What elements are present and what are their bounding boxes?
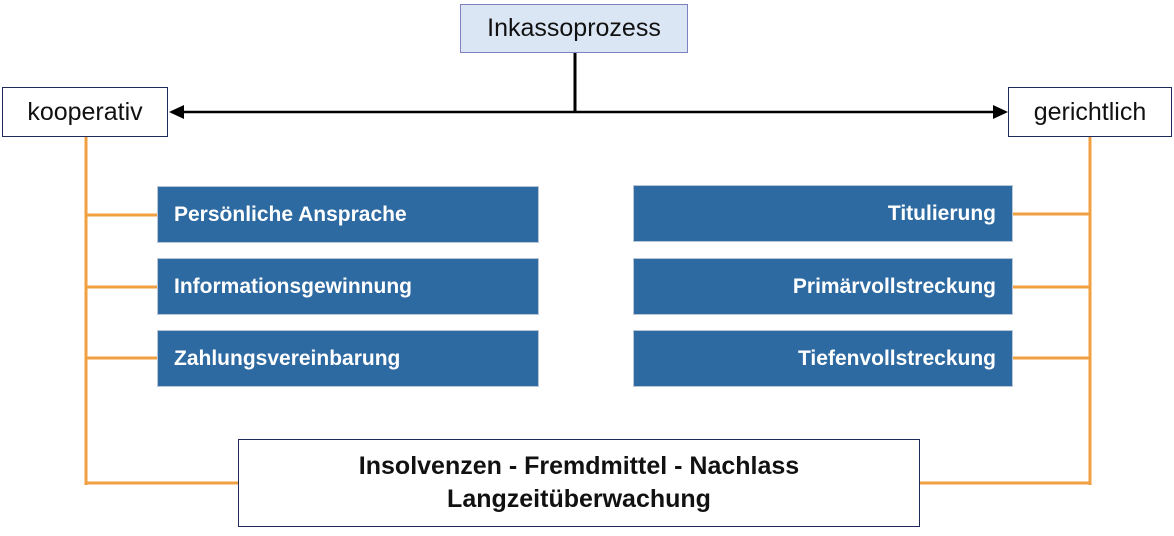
root-label: Inkassoprozess	[487, 14, 661, 42]
bottom-line-2: Langzeitüberwachung	[447, 485, 711, 513]
left-item-label: Informationsgewinnung	[174, 274, 412, 298]
bottom-node: Insolvenzen - Fremdmittel - Nachlass Lan…	[238, 439, 920, 527]
right-item-1: Titulierung	[633, 185, 1013, 242]
left-tree	[84, 137, 238, 485]
right-tree	[920, 137, 1092, 485]
left-item-label: Zahlungsvereinbarung	[174, 346, 401, 370]
right-arrowhead	[993, 105, 1008, 119]
branch-left-label: kooperativ	[27, 97, 143, 126]
root-node: Inkassoprozess	[460, 4, 688, 53]
left-item-label: Persönliche Ansprache	[174, 202, 407, 226]
bottom-line-1: Insolvenzen - Fremdmittel - Nachlass	[358, 452, 800, 480]
right-item-2: Primärvollstreckung	[633, 258, 1013, 315]
branch-right-label: gerichtlich	[1033, 97, 1147, 126]
left-item-2: Informationsgewinnung	[157, 258, 539, 315]
left-item-3: Zahlungsvereinbarung	[157, 330, 539, 387]
right-item-label: Primärvollstreckung	[792, 274, 996, 298]
right-item-label: Titulierung	[887, 201, 996, 225]
left-arrowhead	[169, 105, 184, 119]
right-item-label: Tiefenvollstreckung	[797, 346, 996, 370]
branch-kooperativ: kooperativ	[2, 87, 168, 137]
left-item-1: Persönliche Ansprache	[157, 186, 539, 243]
right-item-3: Tiefenvollstreckung	[633, 330, 1013, 387]
branch-gerichtlich: gerichtlich	[1008, 87, 1172, 137]
